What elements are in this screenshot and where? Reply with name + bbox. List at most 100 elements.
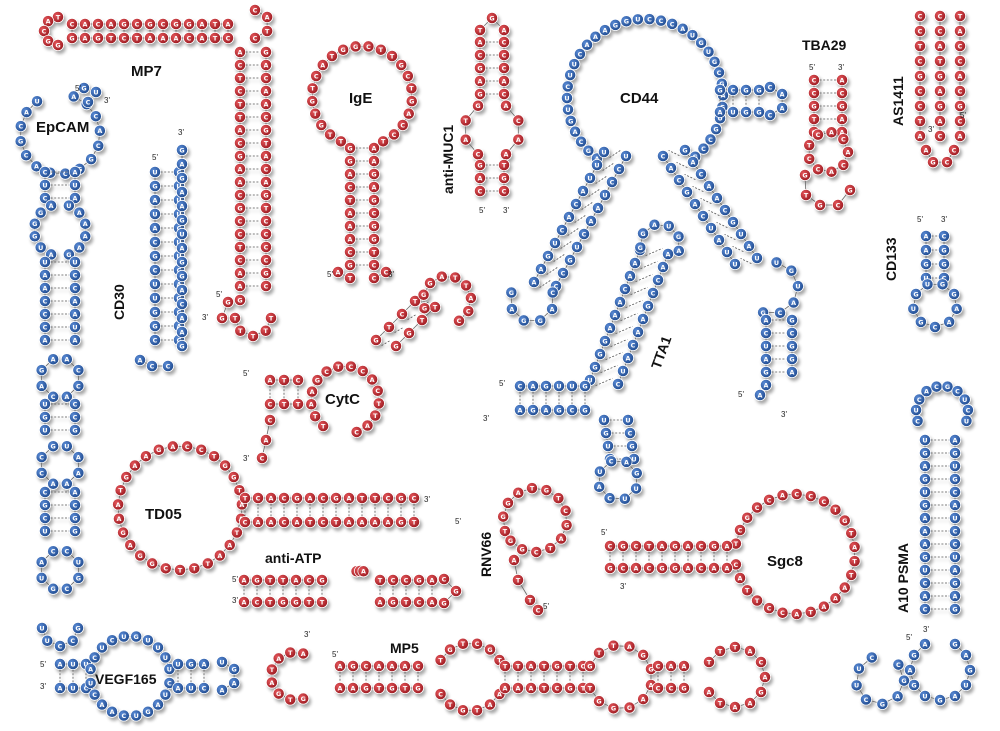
nucleotide: T	[105, 32, 117, 44]
nucleotide: A	[920, 144, 932, 156]
nucleotide: T	[260, 202, 272, 214]
svg-text:T: T	[433, 303, 438, 311]
nucleotide: G	[540, 380, 552, 392]
nucleotide: G	[474, 88, 486, 100]
svg-text:C: C	[253, 6, 258, 14]
svg-text:A: A	[268, 376, 273, 384]
nucleotide: A	[592, 202, 604, 214]
nucleotide: U	[949, 551, 961, 563]
nucleotide: C	[89, 110, 102, 123]
svg-text:G: G	[32, 220, 37, 228]
nucleotide: U	[571, 241, 583, 253]
svg-text:G: G	[237, 204, 242, 212]
svg-text:C: C	[502, 90, 507, 98]
svg-text:C: C	[659, 17, 664, 25]
svg-text:U: U	[923, 274, 928, 282]
svg-text:A: A	[573, 128, 578, 136]
nucleotide: G	[753, 84, 765, 96]
nucleotide: U	[163, 663, 176, 676]
nucleotide: A	[512, 682, 524, 694]
svg-text:T: T	[812, 115, 817, 123]
nucleotide: U	[960, 679, 972, 691]
svg-text:A: A	[348, 170, 353, 178]
svg-text:A: A	[406, 110, 411, 118]
nucleotide: A	[919, 460, 931, 472]
svg-text:C: C	[942, 232, 947, 240]
nucleotide: G	[69, 512, 81, 524]
svg-text:G: G	[508, 537, 513, 545]
svg-text:C: C	[579, 138, 584, 146]
svg-text:C: C	[634, 542, 639, 550]
svg-text:G: G	[659, 564, 664, 572]
nucleotide: A	[252, 516, 264, 528]
nucleotide: A	[105, 18, 117, 30]
nucleotide: U	[770, 256, 783, 269]
nucleotide: C	[630, 540, 642, 552]
nucleotide: G	[908, 679, 920, 691]
svg-text:G: G	[134, 633, 139, 641]
nucleotide: T	[383, 321, 395, 333]
nucleotide: C	[60, 545, 73, 558]
svg-text:T: T	[707, 658, 712, 666]
nucleotide: T	[247, 330, 259, 342]
nucleotide: A	[234, 280, 246, 292]
nucleotide: G	[170, 18, 182, 30]
nucleotide: A	[637, 693, 650, 706]
nucleotide: C	[755, 656, 767, 668]
nucleotide: A	[577, 185, 589, 197]
nucleotide: G	[260, 189, 272, 201]
nucleotide: A	[920, 385, 933, 398]
svg-text:A: A	[217, 552, 222, 560]
base-pair-bond	[574, 215, 586, 223]
svg-text:C: C	[768, 83, 773, 91]
nucleotide: T	[703, 656, 715, 668]
svg-text:C: C	[417, 598, 422, 606]
nucleotide: G	[360, 682, 372, 694]
nucleotide: U	[60, 440, 73, 453]
svg-text:U: U	[602, 191, 607, 199]
svg-text:A: A	[764, 381, 769, 389]
svg-text:G: G	[922, 475, 927, 483]
svg-text:C: C	[808, 492, 813, 500]
svg-text:A: A	[161, 34, 166, 42]
svg-text:G: G	[789, 355, 794, 363]
nucleotide: G	[444, 643, 456, 656]
svg-text:U: U	[568, 71, 573, 79]
nucleotide: A	[662, 248, 674, 260]
nucleotide: A	[949, 434, 961, 446]
nucleotide: U	[159, 688, 172, 701]
nucleotide: A	[528, 276, 540, 288]
svg-text:A: A	[923, 527, 928, 535]
svg-text:G: G	[564, 522, 569, 530]
nucleotide: A	[316, 59, 329, 71]
svg-text:G: G	[789, 316, 794, 324]
svg-text:C: C	[386, 494, 391, 502]
end-marker-5: 5'	[232, 575, 238, 584]
label-cd30: CD30	[111, 284, 127, 320]
nucleotide: A	[703, 686, 715, 698]
nucleotide: U	[561, 92, 573, 104]
svg-text:T: T	[118, 487, 123, 495]
nucleotide: C	[320, 365, 333, 378]
svg-text:U: U	[635, 16, 640, 24]
svg-text:A: A	[73, 194, 78, 202]
nucleotide: A	[459, 133, 472, 146]
nucleotide: A	[334, 660, 346, 672]
nucleotide: G	[395, 516, 407, 528]
svg-text:G: G	[922, 553, 927, 561]
nucleotide: U	[949, 460, 961, 472]
svg-text:G: G	[487, 646, 492, 654]
nucleotide: G	[260, 124, 272, 136]
svg-text:G: G	[293, 598, 298, 606]
nucleotide: C	[368, 259, 380, 271]
svg-text:G: G	[156, 446, 161, 454]
nucleotide: T	[52, 11, 64, 23]
nucleotide: C	[176, 298, 188, 310]
svg-text:C: C	[384, 268, 389, 276]
nucleotide: T	[265, 312, 277, 324]
end-marker-3: 3'	[304, 630, 310, 639]
svg-text:A: A	[49, 202, 54, 210]
svg-text:C: C	[43, 297, 48, 305]
nucleotide: G	[47, 582, 60, 595]
nucleotide: C	[317, 492, 329, 504]
